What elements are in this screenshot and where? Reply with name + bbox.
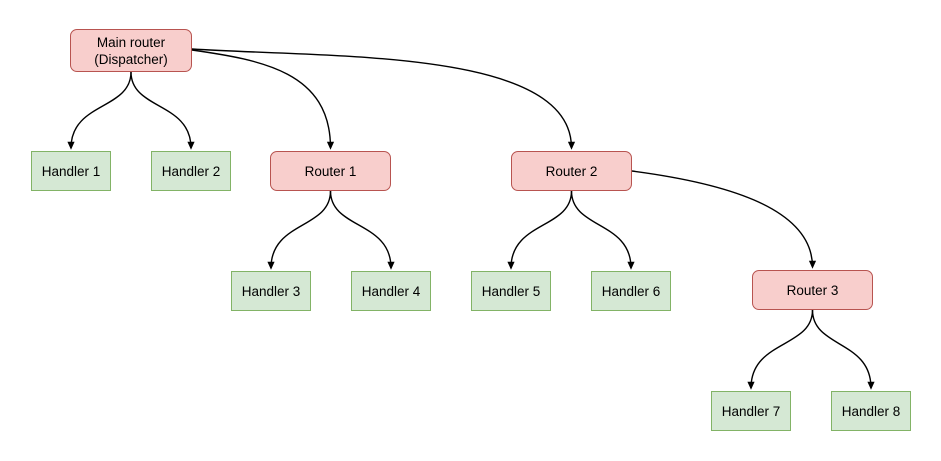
node-handler-2: Handler 2 bbox=[151, 151, 231, 191]
edge-router1-to-handler-3 bbox=[267, 190, 332, 270]
edge-main-to-router-1 bbox=[191, 49, 335, 150]
node-router-3: Router 3 bbox=[752, 270, 873, 310]
edge-router1-to-handler-4 bbox=[329, 190, 395, 270]
node-handler-4-label: Handler 4 bbox=[361, 283, 421, 299]
node-handler-7: Handler 7 bbox=[711, 391, 791, 431]
node-handler-6-label: Handler 6 bbox=[601, 283, 661, 299]
node-router-1-label: Router 1 bbox=[304, 163, 357, 179]
node-handler-1: Handler 1 bbox=[31, 151, 111, 191]
node-handler-2-label: Handler 2 bbox=[161, 163, 221, 179]
node-router-2-label: Router 2 bbox=[545, 163, 598, 179]
edge-main-to-handler-1 bbox=[67, 71, 132, 150]
node-handler-3-label: Handler 3 bbox=[241, 283, 301, 299]
edge-main-to-router-2 bbox=[191, 48, 576, 150]
edge-router2-to-handler-6 bbox=[570, 190, 635, 270]
edge-main-to-handler-2 bbox=[130, 71, 195, 150]
node-handler-5: Handler 5 bbox=[471, 271, 551, 311]
node-handler-8-label: Handler 8 bbox=[841, 403, 901, 419]
node-handler-5-label: Handler 5 bbox=[481, 283, 541, 299]
node-handler-3: Handler 3 bbox=[231, 271, 311, 311]
node-handler-6: Handler 6 bbox=[591, 271, 671, 311]
node-handler-4: Handler 4 bbox=[351, 271, 431, 311]
node-handler-7-label: Handler 7 bbox=[721, 403, 781, 419]
edge-router3-to-handler-7 bbox=[747, 309, 814, 390]
node-router-1: Router 1 bbox=[270, 151, 391, 191]
edge-router3-to-handler-8 bbox=[811, 309, 875, 390]
node-main-router-label: Main router (Dispatcher) bbox=[94, 34, 168, 67]
node-router-2: Router 2 bbox=[511, 151, 632, 191]
edge-router2-to-router-3 bbox=[631, 170, 817, 269]
node-handler-1-label: Handler 1 bbox=[41, 163, 101, 179]
node-main-router: Main router (Dispatcher) bbox=[70, 29, 192, 72]
edge-router2-to-handler-5 bbox=[507, 190, 573, 270]
node-router-3-label: Router 3 bbox=[786, 282, 839, 298]
node-handler-8: Handler 8 bbox=[831, 391, 911, 431]
